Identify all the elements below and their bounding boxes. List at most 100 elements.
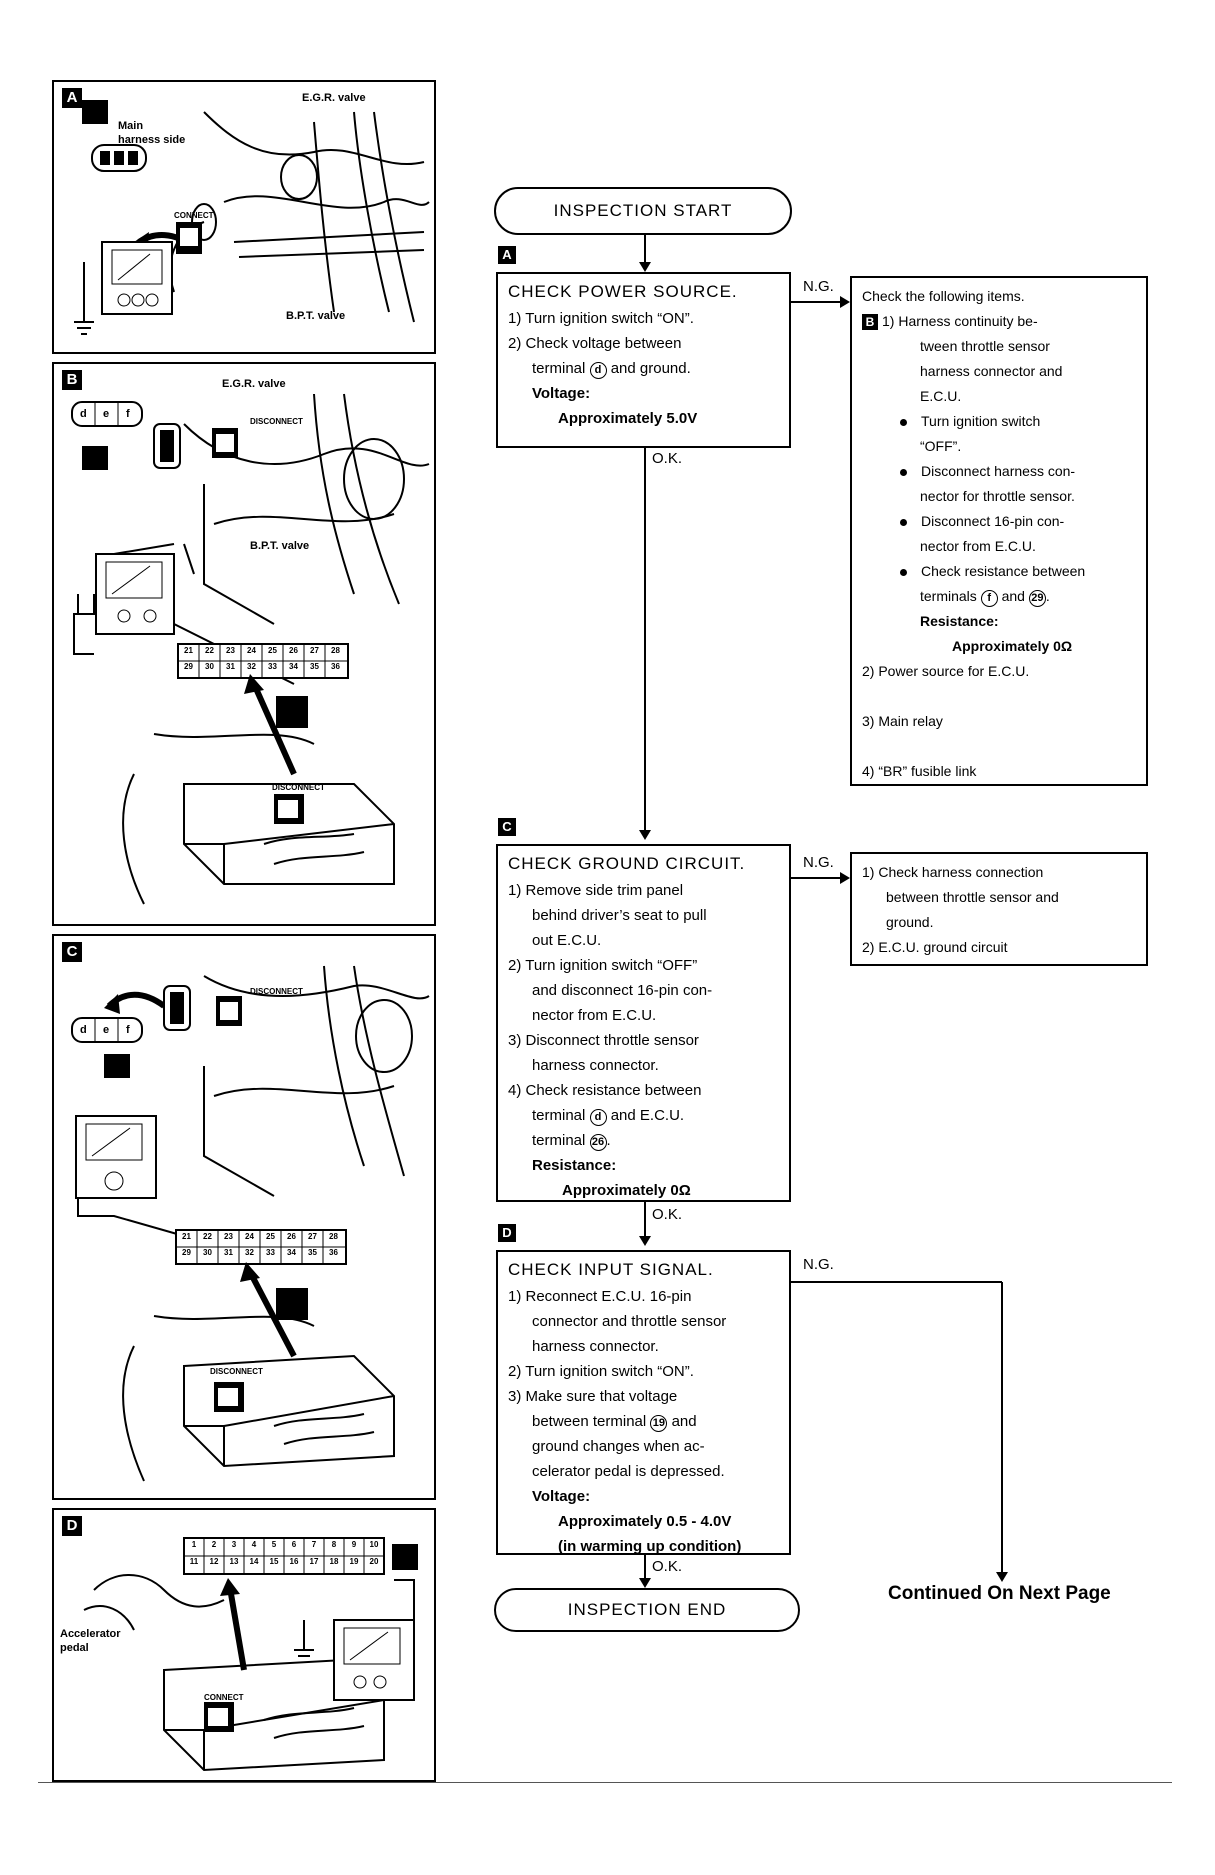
pin: 19 [349, 1557, 359, 1566]
pin: 13 [229, 1557, 239, 1566]
step-title: CHECK INPUT SIGNAL. [508, 1260, 714, 1279]
terminal-d-label: d [80, 408, 87, 420]
pin: 29 [184, 662, 193, 671]
ng-item: 2) Power source for E.C.U. [862, 663, 1030, 679]
panel-a-tag: A [62, 88, 82, 108]
terminal-29-marker: 29 [1028, 590, 1046, 607]
text: terminal [532, 360, 586, 377]
pin: 27 [310, 646, 319, 655]
pin: 23 [226, 646, 235, 655]
arrowhead [639, 262, 651, 272]
terminal-26-marker: 26 [589, 1134, 607, 1151]
pin: 21 [182, 1232, 191, 1241]
ng-bullet: Disconnect harness con- [862, 459, 1136, 484]
arrowhead [639, 1578, 651, 1588]
pin: 21 [184, 646, 193, 655]
engine-sketch-c [71, 965, 430, 1482]
pin: 22 [203, 1232, 212, 1241]
engine-sketch-a [74, 100, 430, 335]
pin: 17 [309, 1557, 319, 1566]
step-line: out E.C.U. [532, 932, 602, 949]
step-line: connector and throttle sensor [532, 1313, 727, 1330]
continued-next-page: Continued On Next Page [888, 1583, 1111, 1604]
text: and E.C.U. [610, 1107, 685, 1124]
step-line: terminal d and ground. [508, 356, 779, 381]
ng-item: 1) Check harness connection [862, 864, 1044, 880]
voltage-condition: (in warming up condition) [558, 1538, 742, 1555]
pin: 6 [291, 1540, 297, 1549]
terminal-d-label: d [80, 1024, 87, 1036]
illustration-panel-a: A Main harness side E.G.R. valve B.P.T. … [52, 80, 436, 354]
disconnect-label: DISCONNECT [250, 987, 303, 996]
illustration-panel-d: D Accelerator pedal CONNECT 1 2 3 4 5 6 … [52, 1508, 436, 1782]
arrowhead [840, 872, 850, 884]
ng-item: 2) E.C.U. ground circuit [862, 939, 1008, 955]
footer-divider [38, 1782, 1172, 1783]
ng-item: harness connector and [920, 363, 1063, 379]
pin: 30 [203, 1248, 212, 1257]
bpt-valve-label: B.P.T. valve [286, 310, 346, 322]
engine-sketch-b [71, 393, 430, 905]
resistance-label: Resistance: [532, 1157, 617, 1174]
panel-d-tag: D [62, 1516, 82, 1536]
pin: 16 [289, 1557, 299, 1566]
pin: 33 [268, 662, 277, 671]
step-line: 1) Reconnect E.C.U. 16-pin [508, 1288, 692, 1305]
pin: 22 [205, 646, 214, 655]
panel-b-tag: B [62, 370, 82, 390]
pin: 23 [224, 1232, 233, 1241]
pin: 4 [251, 1540, 257, 1549]
pin: 28 [329, 1232, 338, 1241]
ecu-connector-numbers-d: 1 2 3 4 5 6 7 8 9 10 11 12 13 14 15 16 1… [184, 1540, 384, 1566]
arrowhead [996, 1572, 1008, 1582]
pin: 25 [266, 1232, 275, 1241]
pin: 18 [329, 1557, 339, 1566]
bullet-icon [900, 568, 907, 576]
step-line: terminal 26. [532, 1132, 611, 1151]
engine-sketch-d [83, 1537, 418, 1772]
pin: 33 [266, 1248, 275, 1257]
step-line: between terminal 19 and [508, 1409, 779, 1434]
pin: 35 [310, 662, 319, 671]
ng-label-a: N.G. [803, 278, 834, 295]
terminal-d-marker: d [589, 1109, 607, 1126]
illustration-panel-b: B E.G.R. valve B.P.T. valve DISCONNECT D… [52, 362, 436, 926]
pin: 30 [205, 662, 214, 671]
step-line: and disconnect 16-pin con- [532, 982, 713, 999]
pin: 12 [209, 1557, 219, 1566]
step-line: nector from E.C.U. [532, 1007, 657, 1024]
text: Turn ignition switch [921, 413, 1041, 429]
pin: 27 [308, 1232, 317, 1241]
resistance-label: Resistance: [920, 613, 999, 629]
ng-bullet-cont: “OFF”. [920, 438, 962, 454]
accelerator-label: Accelerator [60, 1628, 121, 1640]
pin: 2 [211, 1540, 217, 1549]
ng-bullet: Disconnect 16-pin con- [862, 509, 1136, 534]
step-line: 2) Turn ignition switch “ON”. [508, 1363, 694, 1380]
main-harness-label: Main [118, 120, 144, 132]
text: 1) Harness continuity be- [882, 313, 1038, 329]
pin: 29 [182, 1248, 191, 1257]
check-input-signal-box: CHECK INPUT SIGNAL. 1) Reconnect E.C.U. … [496, 1250, 791, 1555]
ok-label-d: O.K. [652, 1558, 683, 1575]
bullet-icon [900, 418, 907, 426]
pin: 25 [268, 646, 277, 655]
step-line: celerator pedal is depressed. [532, 1463, 725, 1480]
voltage-value: Approximately 0.5 - 4.0V [558, 1513, 732, 1530]
resistance-value: Approximately 0Ω [562, 1182, 691, 1199]
text: Check resistance between [921, 563, 1086, 579]
ng-bullet-cont: nector from E.C.U. [920, 538, 1036, 554]
ng-item: 4) “BR” fusible link [862, 763, 977, 779]
voltage-label: Voltage: [532, 1488, 591, 1505]
ok-label-c: O.K. [652, 1206, 683, 1223]
step-title: CHECK GROUND CIRCUIT. [508, 854, 746, 873]
terminal-d-marker: d [589, 362, 607, 379]
step-line: ground changes when ac- [532, 1438, 705, 1455]
pin: 34 [287, 1248, 296, 1257]
ok-label-a: O.K. [652, 450, 683, 467]
ng-bullet: Turn ignition switch [862, 409, 1136, 434]
voltage-label: Voltage: [532, 385, 591, 402]
step-line: 2) Turn ignition switch “OFF” [508, 957, 698, 974]
